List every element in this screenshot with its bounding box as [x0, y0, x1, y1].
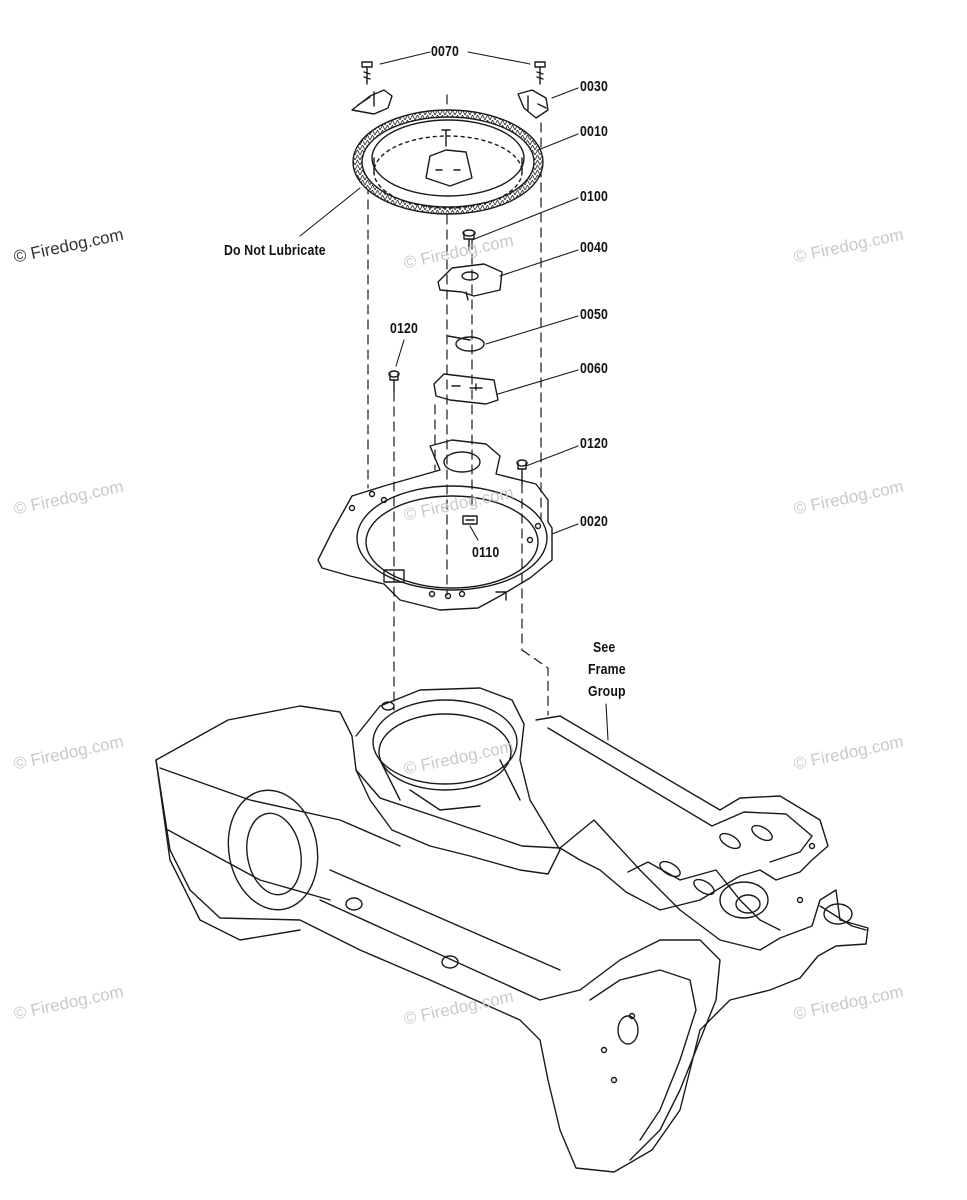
chute-opening: [355, 687, 561, 875]
plate-0060: [433, 373, 499, 405]
spring-washer-0050: [447, 335, 485, 352]
part-label-0070: 0070: [431, 43, 460, 60]
part-label-0040: 0040: [580, 239, 609, 256]
nut-0110: [462, 515, 478, 525]
note-see-line-2: Frame: [588, 661, 626, 678]
note-see-line-1: See: [593, 639, 616, 656]
base-plate-0020: [317, 439, 553, 611]
part-label-0120-right: 0120: [580, 435, 609, 452]
ring-gear-0010: [352, 109, 544, 215]
note-do-not-lubricate: Do Not Lubricate: [224, 242, 326, 259]
auger-housing: [155, 705, 869, 1173]
part-label-0010: 0010: [580, 123, 609, 140]
part-label-0030: 0030: [580, 78, 609, 95]
frame-rail: [535, 715, 867, 931]
leader-lines: [299, 51, 609, 741]
clip-0030-left: [351, 89, 393, 115]
clip-0030-right: [517, 89, 549, 119]
screw-0070-left: [361, 61, 373, 85]
screw-0120-right: [516, 459, 528, 485]
bolt-0100: [462, 229, 476, 251]
part-label-0120-left: 0120: [390, 320, 419, 337]
part-label-0110: 0110: [472, 544, 500, 561]
part-label-0060: 0060: [580, 360, 609, 377]
part-label-0020: 0020: [580, 513, 609, 530]
screw-0120-left: [388, 370, 400, 393]
screw-0070-right: [534, 61, 546, 85]
part-label-0100: 0100: [580, 188, 609, 205]
bracket-0040: [437, 263, 503, 301]
note-see-line-3: Group: [588, 683, 626, 700]
part-label-0050: 0050: [580, 306, 609, 323]
